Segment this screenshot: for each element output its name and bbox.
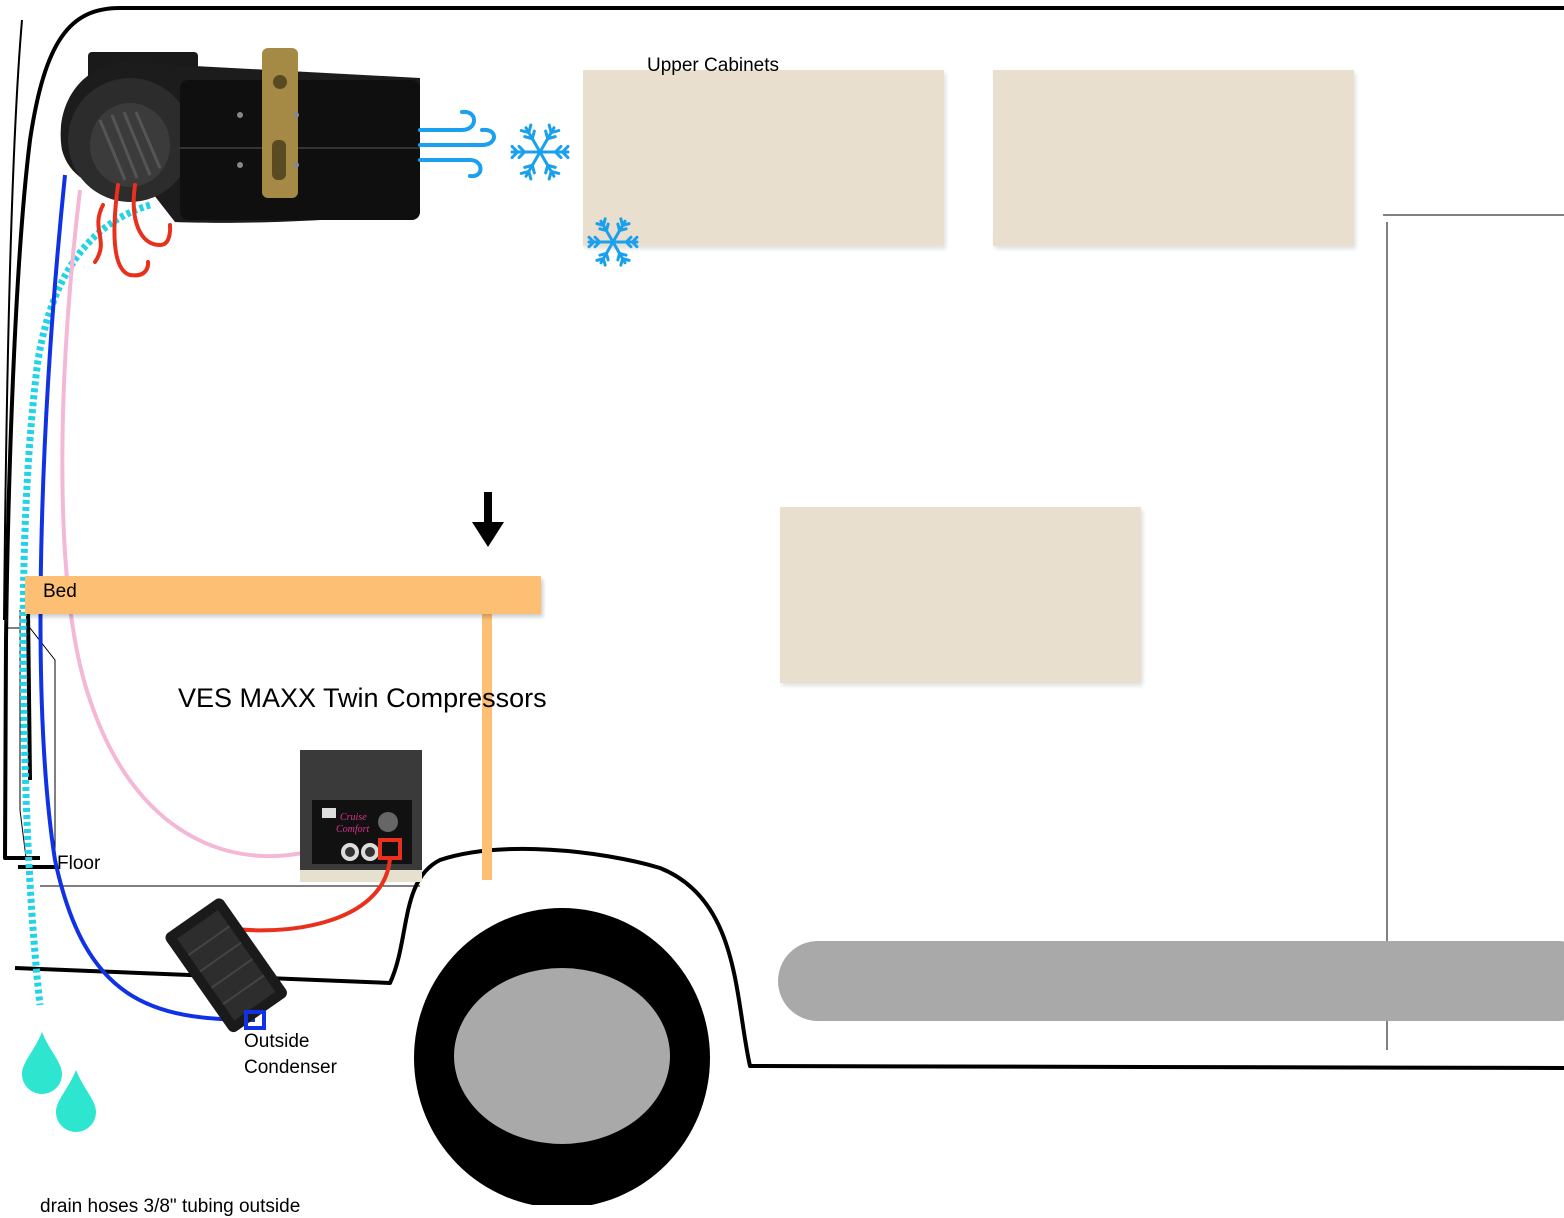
compressors-label: VES MAXX Twin Compressors bbox=[178, 683, 547, 714]
snowflake-icon bbox=[512, 125, 568, 179]
wind-icon bbox=[420, 112, 494, 176]
interior-partition bbox=[1383, 215, 1564, 1050]
lower-cabinet bbox=[780, 507, 1141, 683]
bed-platform bbox=[25, 576, 541, 614]
upper-cabinet-left bbox=[583, 70, 944, 246]
drain-caption: drain hoses 3/8" tubing outside bbox=[40, 1196, 300, 1218]
down-arrow-icon bbox=[472, 492, 504, 547]
condenser-label-line2: Condenser bbox=[244, 1057, 337, 1079]
compressor-unit: Cruise Comfort bbox=[300, 750, 422, 882]
evaporator-unit bbox=[61, 48, 420, 223]
wheel bbox=[414, 908, 710, 1205]
upper-cabinet-right bbox=[993, 70, 1354, 246]
svg-text:Cruise: Cruise bbox=[340, 812, 367, 823]
pink-refrigerant-line bbox=[62, 190, 330, 856]
upper-cabinets-label: Upper Cabinets bbox=[647, 55, 779, 77]
svg-text:Comfort: Comfort bbox=[336, 824, 370, 835]
running-board bbox=[778, 941, 1564, 1021]
bed-label: Bed bbox=[43, 581, 77, 603]
water-drop-icon bbox=[22, 1032, 96, 1132]
condenser-label-line1: Outside bbox=[244, 1031, 309, 1053]
bed-support-post bbox=[482, 600, 492, 880]
floor-label: Floor bbox=[57, 853, 100, 875]
